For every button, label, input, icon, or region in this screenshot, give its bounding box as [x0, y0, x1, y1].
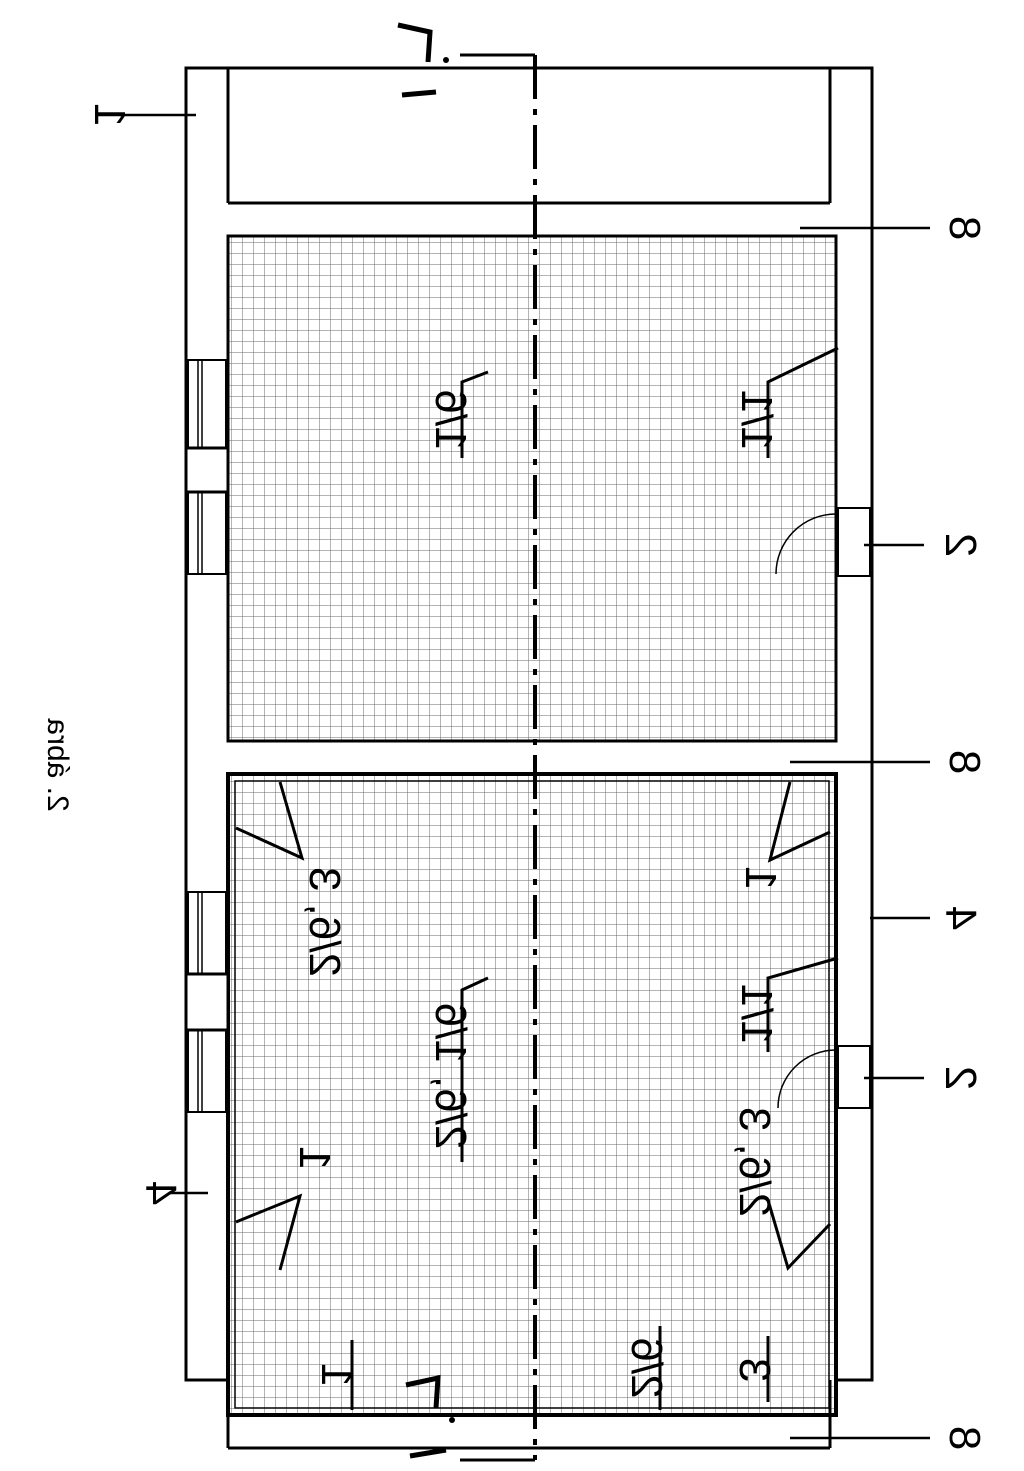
section-line: [460, 53, 537, 1462]
note-label-8-bottom: 8: [940, 1426, 989, 1450]
room-label-lower-center-west: 2/6, 3: [300, 867, 349, 977]
section-mark-bottom: [405, 1374, 455, 1459]
section-mark-top: [397, 22, 449, 98]
note-label-2-upper: 2: [936, 533, 985, 557]
room-label-upper-east: 1/1: [732, 389, 781, 450]
lower-room: [226, 772, 838, 1417]
room-label-end-1: 1: [312, 1363, 361, 1387]
note-label-2-lower: 2: [936, 1066, 985, 1090]
room-label-lower-center-east: 1/1: [732, 983, 781, 1044]
room-label-lower-west: 2/6, 1/6: [426, 1003, 475, 1150]
note-label-8-top: 8: [940, 216, 989, 240]
room-label-lower-corner-west: 1: [290, 1146, 339, 1170]
lower-room-inner-border: [234, 780, 830, 1409]
room-label-end-3: 3: [730, 1358, 779, 1382]
windows-west-wall: [184, 359, 230, 1113]
room-label-upper-west: 1/6: [426, 389, 475, 450]
note-label-4-west: 4: [136, 1181, 185, 1205]
room-label-lower-corner-east: 1: [736, 866, 785, 890]
caption-group: 2. ábra: [41, 718, 74, 812]
upper-room: [226, 234, 838, 743]
leader-lines: [120, 113, 930, 1440]
note-label-4-east: 4: [936, 906, 985, 930]
reference-marks: [235, 346, 839, 1410]
note-label-8-middle: 8: [940, 750, 989, 774]
note-label-1: 1: [85, 103, 134, 127]
end-room-bottom: [226, 1380, 832, 1450]
figure-caption: 2. ábra: [41, 718, 74, 812]
room-label-end-2: 2/6: [622, 1337, 671, 1398]
room-label-lower-south-east: 2/6, 3: [730, 1107, 779, 1217]
